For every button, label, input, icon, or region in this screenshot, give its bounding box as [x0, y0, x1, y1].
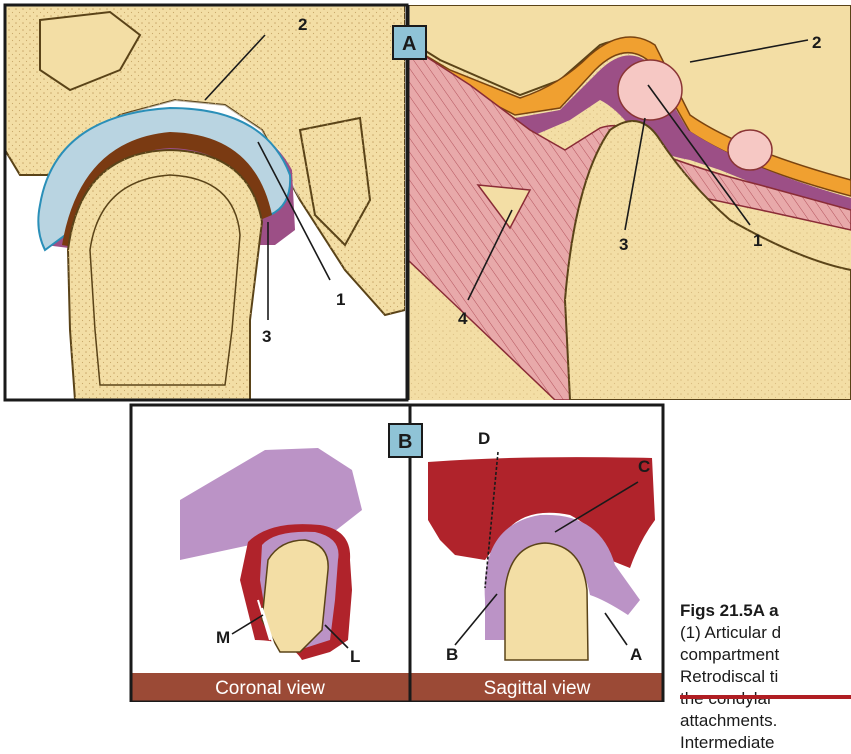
condyle-b-sagittal — [505, 543, 588, 660]
figure-a-tag: A — [393, 26, 426, 59]
caption-line: Intermediate — [680, 732, 851, 754]
tmj-figure: 2 1 3 2 1 3 4 A — [0, 0, 851, 702]
figure-a-sagittal-panel: 2 1 3 4 — [408, 5, 851, 400]
label-b-b: B — [446, 645, 458, 664]
label-a-sagittal-1: 1 — [753, 231, 762, 250]
label-a-sagittal-3: 3 — [619, 235, 628, 254]
figure-caption: Figs 21.5A a (1) Articular d compartment… — [680, 600, 851, 754]
figure-b-tag: B — [389, 424, 422, 457]
figure-a-coronal-panel: 2 1 3 — [5, 5, 407, 400]
caption-line: compartment — [680, 644, 851, 666]
label-b-c: C — [638, 457, 650, 476]
caption-rule — [680, 695, 851, 699]
caption-title: Figs 21.5A a — [680, 600, 851, 622]
label-b-m: M — [216, 628, 230, 647]
label-a-coronal-3: 3 — [262, 327, 271, 346]
caption-line: (1) Articular d — [680, 622, 851, 644]
label-a-sagittal-2: 2 — [812, 33, 821, 52]
svg-text:B: B — [398, 431, 412, 453]
svg-text:A: A — [402, 33, 416, 55]
label-a-coronal-2: 2 — [298, 15, 307, 34]
caption-line: attachments. — [680, 710, 851, 732]
coronal-view-label: Coronal view — [215, 678, 325, 699]
label-a-sagittal-4: 4 — [458, 309, 468, 328]
caption-line: Retrodiscal ti — [680, 666, 851, 688]
figure-b-sagittal-panel: D C B A — [411, 405, 663, 672]
caption-line: the condylar — [680, 688, 851, 710]
articular-disc-sagittal — [618, 60, 682, 120]
label-b-d: D — [478, 429, 490, 448]
label-b-l: L — [350, 647, 360, 666]
sagittal-view-label: Sagittal view — [484, 678, 591, 699]
label-b-a: A — [630, 645, 642, 664]
label-a-coronal-1: 1 — [336, 290, 345, 309]
figure-b-coronal-panel: M L — [131, 405, 409, 672]
